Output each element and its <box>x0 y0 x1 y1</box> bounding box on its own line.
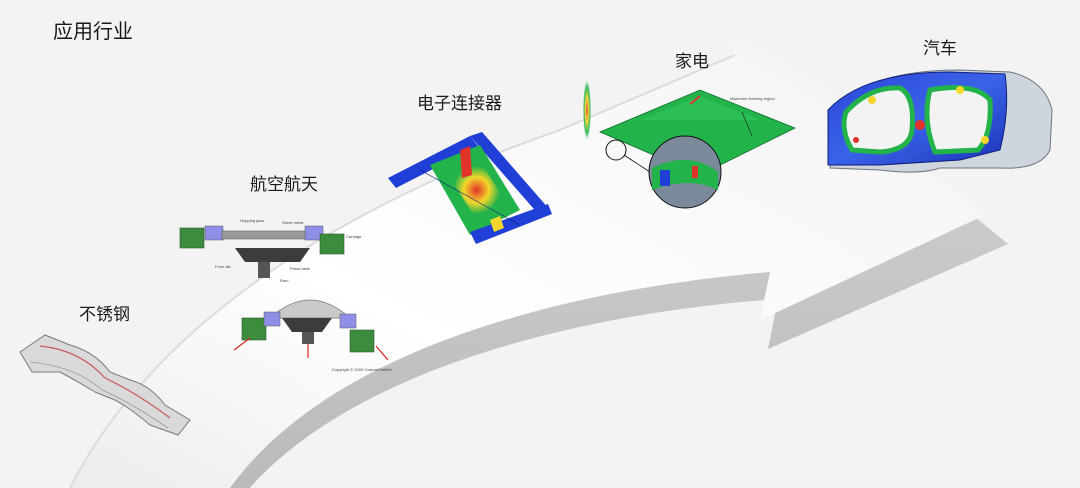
label-gripping-jaws: Gripping jaws <box>240 218 264 223</box>
stage-label-aerospace: 航空航天 <box>250 175 318 195</box>
label-sheet-metal: Sheet metal <box>282 220 303 225</box>
connector-simulation-icon <box>388 132 552 244</box>
label-form-die: Form die <box>215 264 232 269</box>
stretch-forming-diagram-icon: Gripping jaws Sheet metal Carriage Form … <box>179 218 393 372</box>
label-max-thinning: Maximum thinning region <box>730 96 775 101</box>
label-carriage: Carriage <box>346 234 362 239</box>
stainless-steel-part-icon <box>19 334 191 436</box>
car-body-panel-simulation-icon <box>827 69 1053 173</box>
appliance-panel-simulation-icon: Maximum thinning region <box>583 80 796 209</box>
label-press-table: Press table <box>290 266 311 271</box>
page-title: 应用行业 <box>53 19 133 43</box>
stage-label-stainless: 不锈钢 <box>79 305 130 325</box>
label-copyright: Copyright © 2009 CustomPartNet <box>332 367 393 372</box>
label-ram: Ram <box>280 278 289 283</box>
stage-label-electronics: 电子连接器 <box>417 94 502 114</box>
stage-label-automotive: 汽车 <box>923 39 957 59</box>
stage-label-appliance: 家电 <box>675 52 709 72</box>
progress-arrow <box>69 0 1008 488</box>
